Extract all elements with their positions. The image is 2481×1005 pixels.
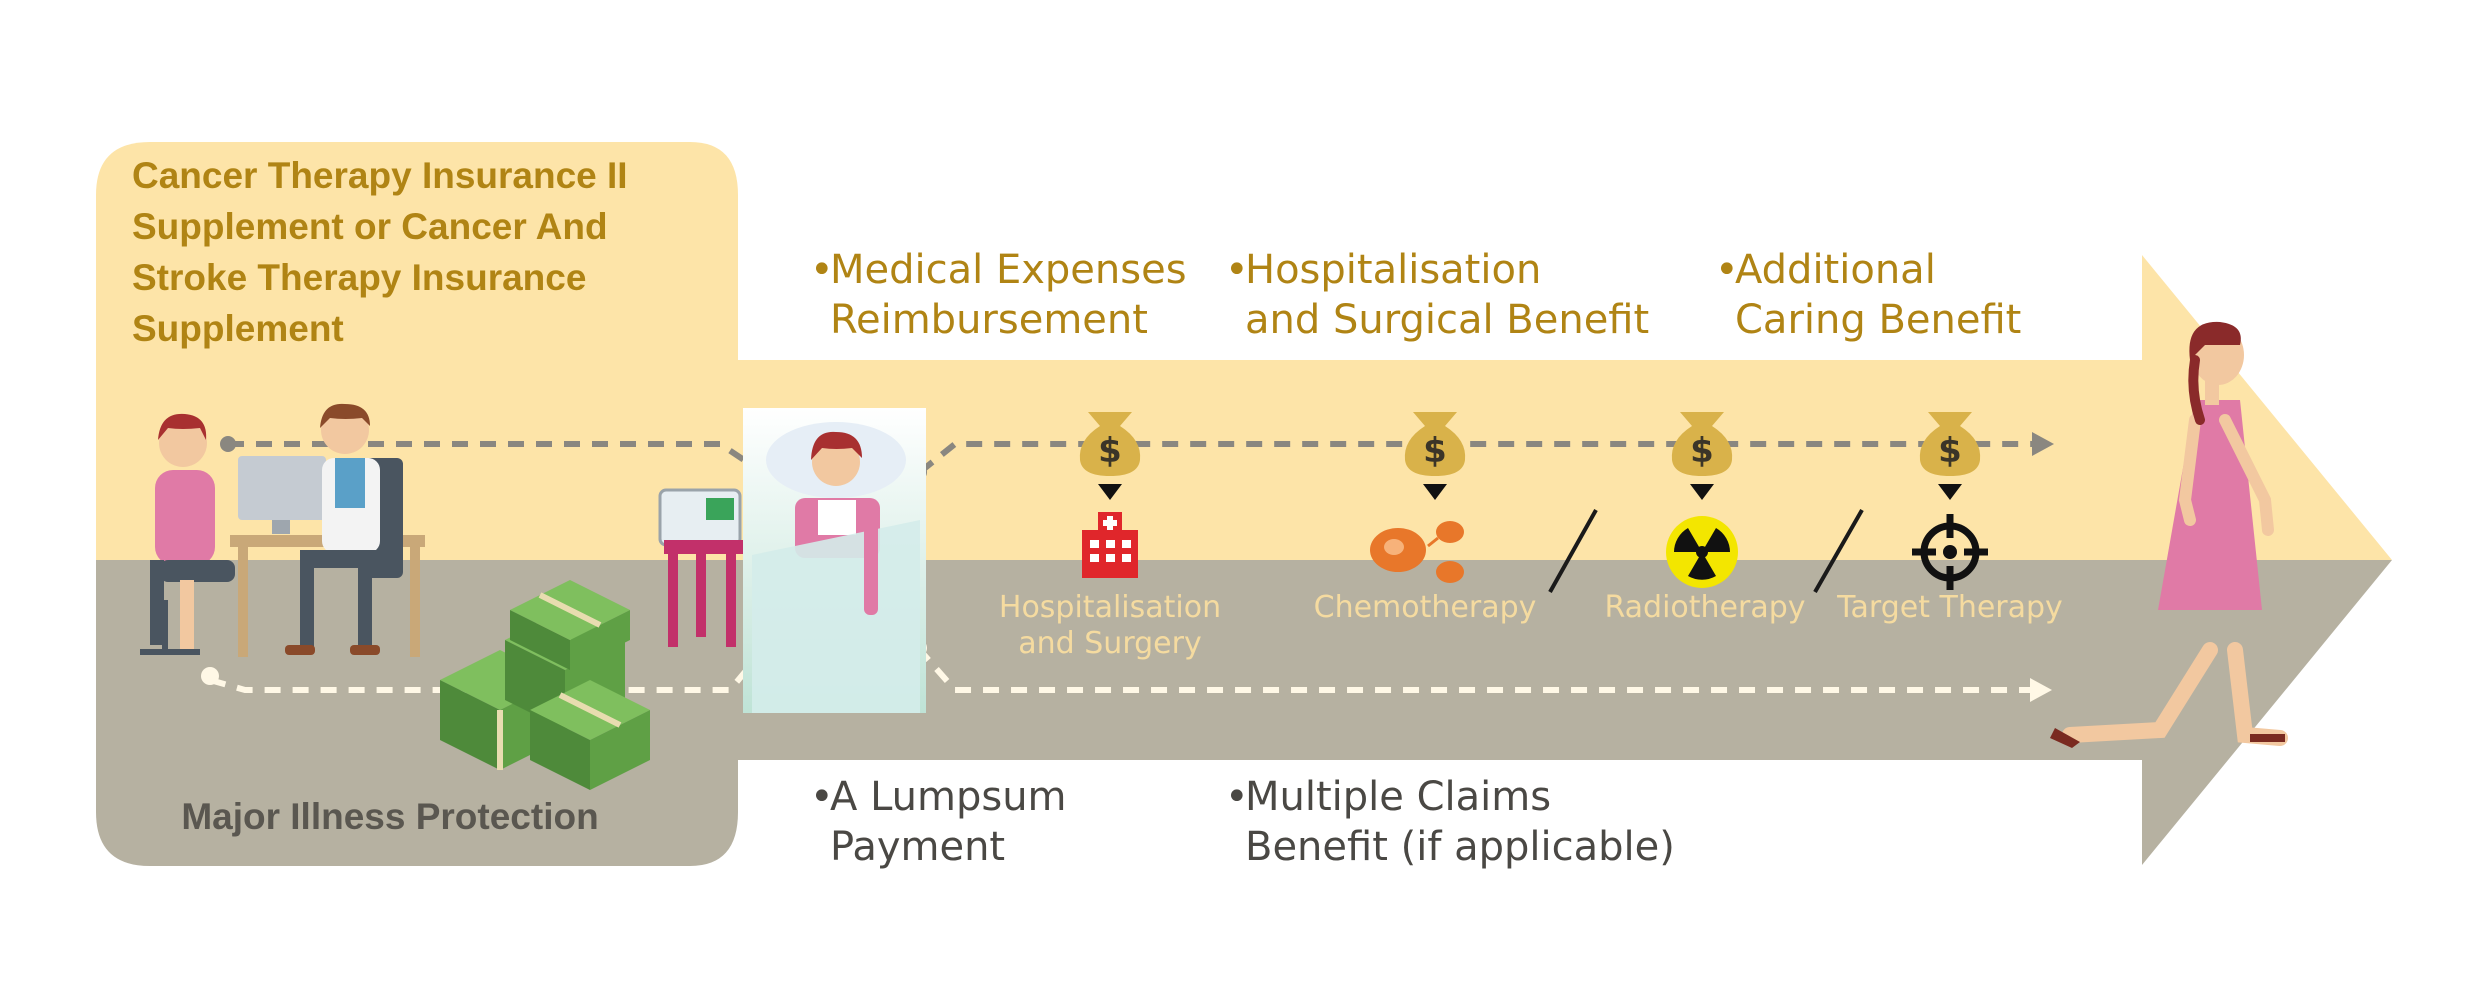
doctor-consultation-icon <box>140 403 425 657</box>
svg-text:$: $ <box>1098 431 1122 471</box>
bottom-flow-arrowhead <box>2030 678 2052 702</box>
target-crosshair-icon <box>1912 514 1988 590</box>
top-flow-line-left <box>228 441 767 477</box>
money-bag-icon: $ <box>1079 412 1141 500</box>
money-bag-icon: $ <box>1671 412 1733 500</box>
arrow-bottom-band <box>738 560 2392 865</box>
chemotherapy-cells-icon <box>1370 521 1464 583</box>
major-illness-title: Major Illness Protection <box>181 796 599 837</box>
money-bag-icon: $ <box>1919 412 1981 500</box>
arrow-top-band <box>738 255 2392 560</box>
benefit-hospitalisation-surgical: • Hospitalisation and Surgical Benefit <box>1225 247 1650 343</box>
hospital-bed-patient-icon <box>743 408 926 713</box>
hospital-icon <box>1082 512 1138 578</box>
money-bag-icon: $ <box>1404 412 1466 500</box>
treatment-label-radiotherapy: Radiotherapy <box>1604 590 1806 625</box>
benefit-medical-expenses: • Medical Expenses Reimbursement <box>810 247 1187 343</box>
supplement-title-line: Supplement <box>132 308 344 349</box>
benefit-money-bags: $ $ $ $ <box>1079 412 1981 500</box>
benefit-multiple-claims: • Multiple Claims Benefit (if applicable… <box>1225 774 1675 870</box>
supplement-title-line: Supplement or Cancer And <box>132 206 608 247</box>
benefit-additional-caring: • Additional Caring Benefit <box>1715 247 2022 343</box>
top-flow-arrowhead <box>2032 432 2054 456</box>
separator-slash <box>1813 509 1864 593</box>
supplement-title-line: Stroke Therapy Insurance <box>132 257 587 298</box>
svg-text:$: $ <box>1938 431 1962 471</box>
benefit-lumpsum-payment: • A Lumpsum Payment <box>810 774 1067 870</box>
svg-text:$: $ <box>1690 431 1714 471</box>
treatment-label-target-therapy: Target Therapy <box>1837 590 2063 625</box>
supplement-title-line: Cancer Therapy Insurance II <box>132 155 628 196</box>
left-panel-top <box>96 142 738 560</box>
recovered-woman-walking-icon <box>2050 321 2288 748</box>
svg-text:$: $ <box>1423 431 1447 471</box>
treatment-label-chemotherapy: Chemotherapy <box>1313 590 1537 625</box>
medical-monitor-icon <box>658 488 744 647</box>
separator-slash <box>1548 509 1598 593</box>
radiation-icon <box>1666 516 1738 588</box>
treatment-label-hospitalisation: Hospitalisation and Surgery <box>998 590 1222 661</box>
supplement-title: Cancer Therapy Insurance II Supplement o… <box>132 150 742 354</box>
arrow-background <box>96 142 2392 866</box>
money-stacks-icon <box>440 580 650 790</box>
